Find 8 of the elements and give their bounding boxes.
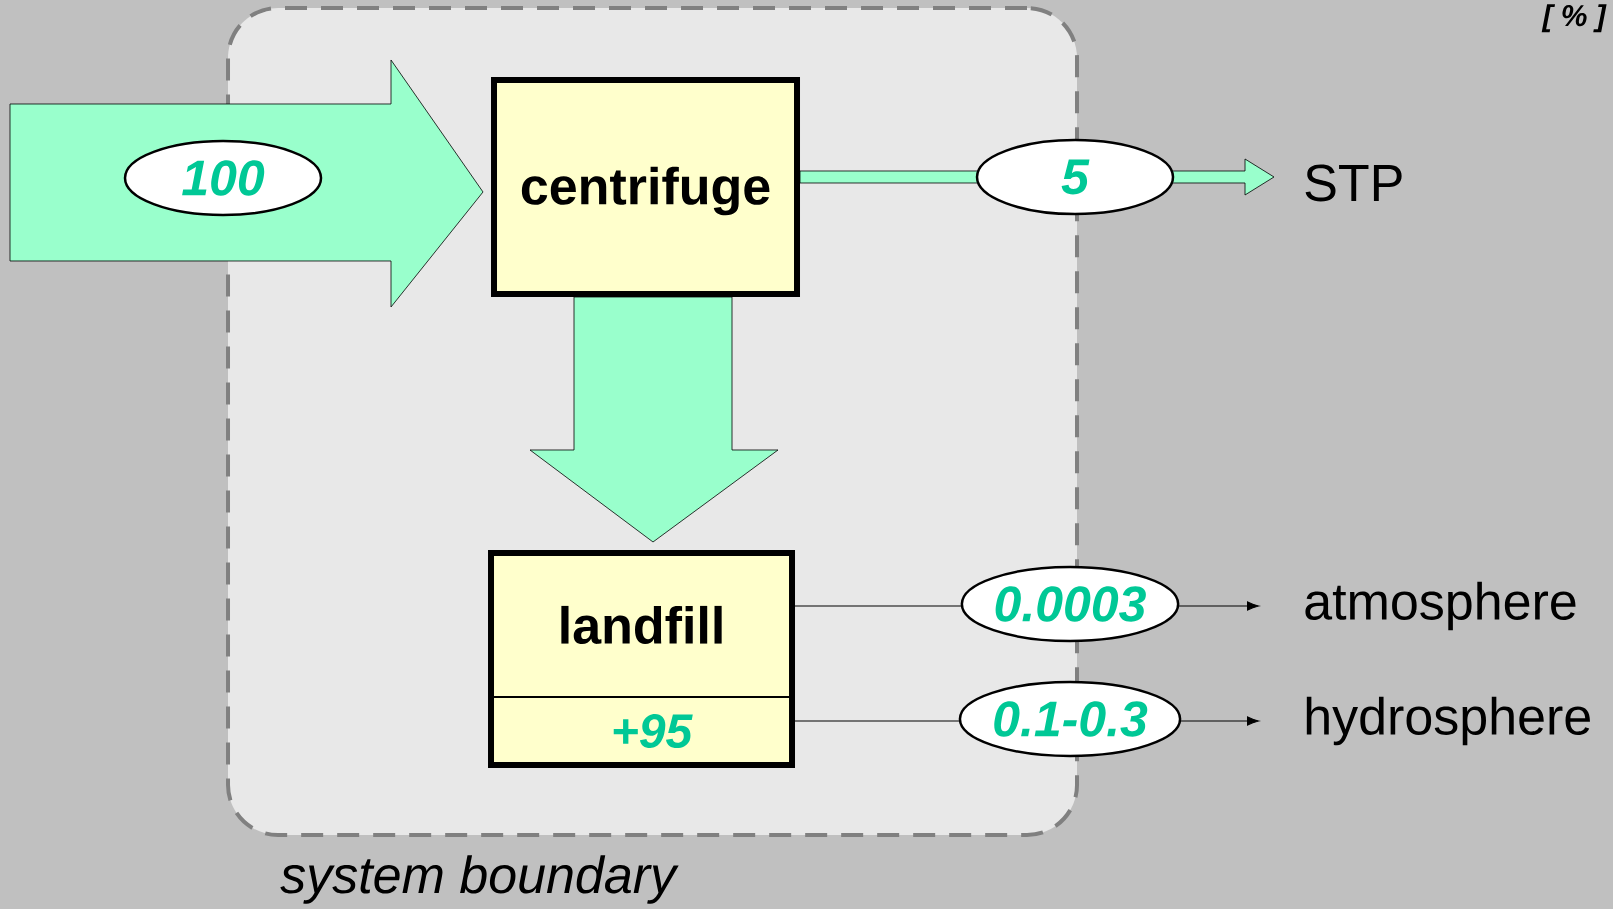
destination-label: STP xyxy=(1305,164,1402,202)
process-box: landfill +95 xyxy=(488,550,795,768)
block-arrow xyxy=(529,296,779,543)
destination-label: hydrosphere xyxy=(1306,696,1590,746)
destination-label: atmosphere xyxy=(1305,581,1576,631)
unit-label: [ % ] xyxy=(1541,4,1607,33)
caption-text: system boundary xyxy=(280,855,679,904)
process-box: centrifuge xyxy=(491,77,800,297)
